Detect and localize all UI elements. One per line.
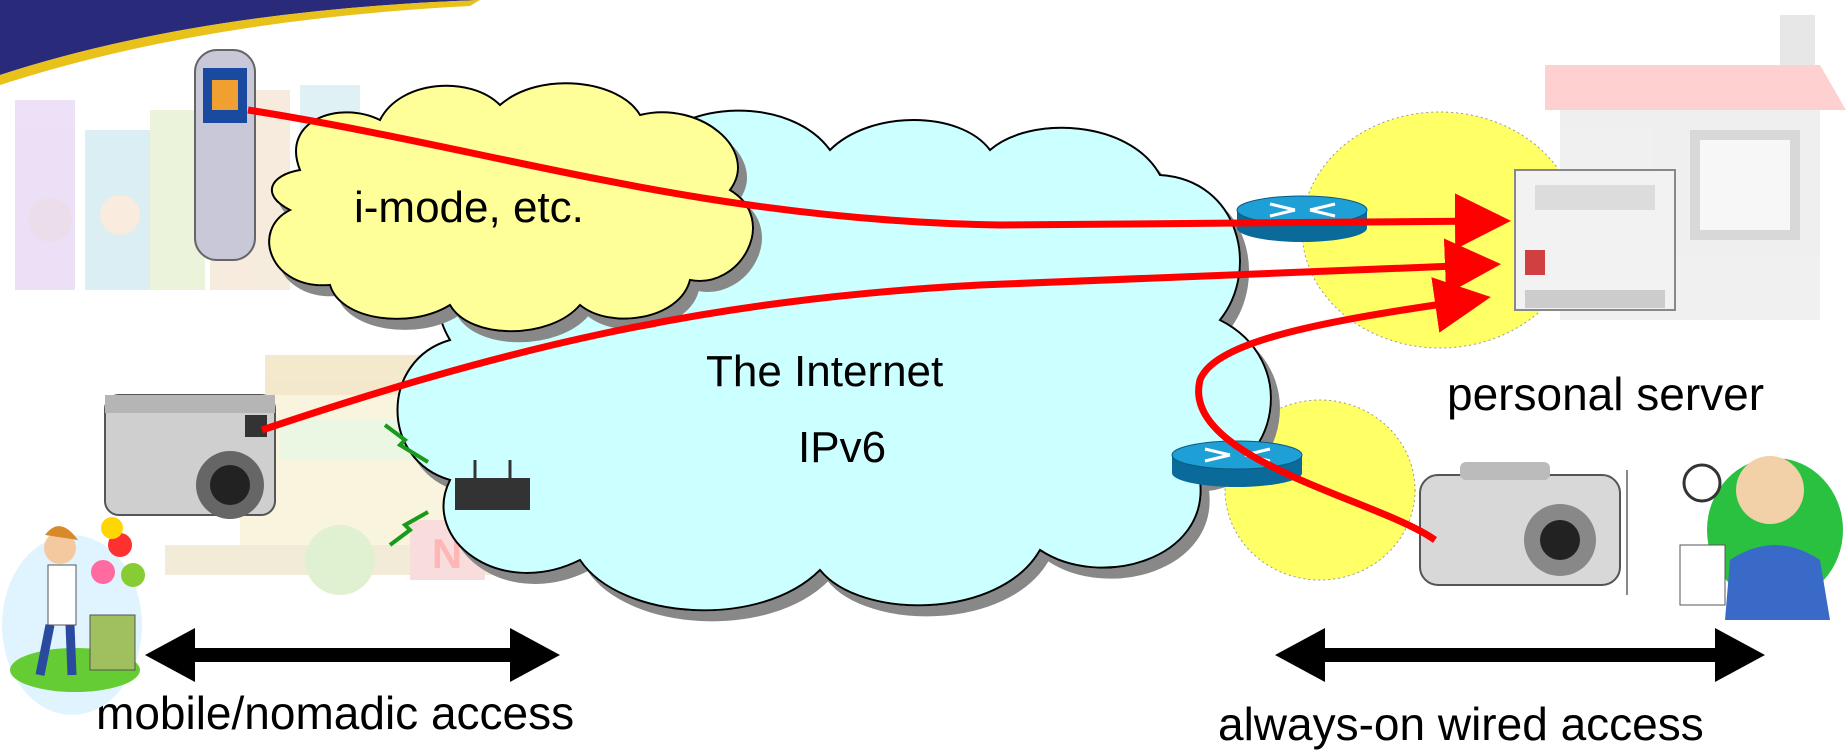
wireless-signal-icon (388, 510, 429, 547)
imode-cloud (268, 82, 754, 333)
camera-icon (1419, 462, 1628, 595)
access-point-icon (455, 460, 530, 510)
personal-server-label: personal server (1447, 368, 1764, 420)
wired-access-arrow (1275, 628, 1765, 682)
wireless-signal-icon (383, 423, 430, 464)
camera-connection (260, 238, 1501, 434)
header-banner (0, 0, 480, 75)
person-icon (2, 517, 145, 715)
connection-paths (247, 106, 1511, 543)
mobile-access-label: mobile/nomadic access (96, 687, 574, 739)
person-icon (1679, 456, 1843, 620)
mobile-access-arrow (145, 628, 560, 682)
internet-label: The Internet (706, 347, 943, 396)
wired-access-label: always-on wired access (1218, 698, 1704, 750)
wired-camera-connection (1195, 277, 1491, 543)
phone-connection (247, 106, 1511, 250)
phone-icon (194, 49, 256, 261)
printer-icon (1514, 169, 1676, 311)
protocol-label: IPv6 (798, 423, 886, 472)
camera-icon (104, 394, 276, 519)
imode-label: i-mode, etc. (354, 183, 584, 232)
